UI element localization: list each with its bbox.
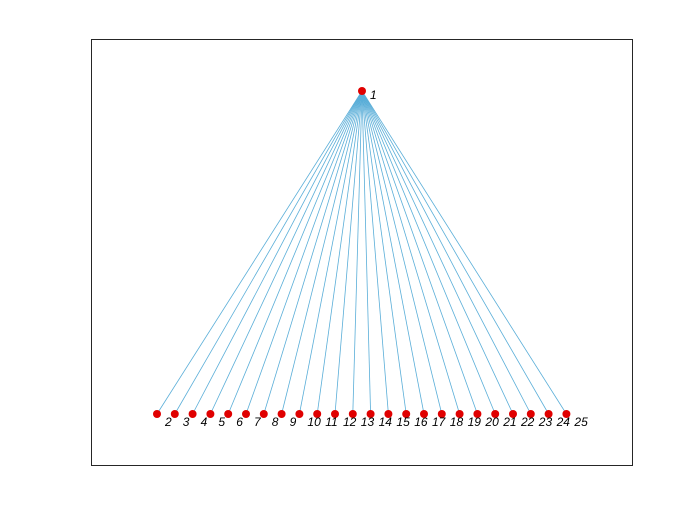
edge-1-20 xyxy=(361,90,478,415)
edge-1-21 xyxy=(361,90,496,415)
node-7 xyxy=(242,410,250,418)
edge-1-12 xyxy=(334,90,363,415)
node-1 xyxy=(358,87,366,95)
edge-1-14 xyxy=(361,90,371,415)
edge-1-6 xyxy=(227,90,363,415)
edge-1-25 xyxy=(361,90,567,415)
node-2 xyxy=(153,410,161,418)
node-12 xyxy=(331,410,339,418)
node-3 xyxy=(170,410,179,418)
edge-1-10 xyxy=(299,90,363,415)
node-label-16: 16 xyxy=(414,415,428,429)
node-19 xyxy=(455,410,464,418)
node-label-22: 22 xyxy=(520,415,535,429)
node-23 xyxy=(526,410,535,418)
node-label-19: 19 xyxy=(468,415,482,429)
node-22 xyxy=(509,410,517,418)
edge-1-9 xyxy=(281,90,363,415)
node-label-11: 11 xyxy=(325,415,337,429)
node-label-6: 6 xyxy=(236,415,243,429)
node-label-17: 17 xyxy=(432,415,447,429)
edge-1-16 xyxy=(361,90,407,415)
node-label-8: 8 xyxy=(272,415,279,429)
node-13 xyxy=(348,410,357,418)
edges-group xyxy=(156,90,567,415)
node-11 xyxy=(313,410,322,418)
node-label-25: 25 xyxy=(573,415,588,429)
node-label-14: 14 xyxy=(379,415,393,429)
node-label-7: 7 xyxy=(254,415,262,429)
node-9 xyxy=(277,410,286,418)
node-label-20: 20 xyxy=(484,415,499,429)
node-label-9: 9 xyxy=(290,415,297,429)
node-label-5: 5 xyxy=(218,415,225,429)
node-label-10: 10 xyxy=(307,415,321,429)
node-5 xyxy=(206,410,215,418)
edge-1-24 xyxy=(361,90,549,415)
axes-box xyxy=(91,39,633,466)
node-label-2: 2 xyxy=(164,415,172,429)
edge-1-23 xyxy=(361,90,532,415)
node-label-1: 1 xyxy=(370,88,377,102)
node-14 xyxy=(366,410,375,418)
edge-1-15 xyxy=(361,90,389,415)
node-24 xyxy=(544,410,553,418)
node-21 xyxy=(491,410,500,418)
edge-1-5 xyxy=(210,90,363,415)
edge-1-3 xyxy=(174,90,363,415)
node-label-12: 12 xyxy=(343,415,357,429)
node-label-13: 13 xyxy=(361,415,375,429)
node-17 xyxy=(420,410,428,418)
edge-1-13 xyxy=(352,90,363,415)
node-25 xyxy=(562,410,571,418)
node-label-3: 3 xyxy=(183,415,190,429)
node-8 xyxy=(259,410,268,418)
edge-1-8 xyxy=(263,90,363,415)
edge-1-11 xyxy=(316,90,363,415)
node-4 xyxy=(188,410,197,418)
node-label-15: 15 xyxy=(396,415,410,429)
edge-1-22 xyxy=(361,90,514,415)
node-label-24: 24 xyxy=(556,415,571,429)
node-18 xyxy=(437,410,446,418)
node-label-23: 23 xyxy=(538,415,553,429)
node-15 xyxy=(384,410,393,418)
node-16 xyxy=(402,410,411,418)
edge-1-2 xyxy=(156,90,363,415)
node-20 xyxy=(473,410,482,418)
nodes-group xyxy=(153,87,571,418)
node-label-21: 21 xyxy=(502,415,516,429)
node-10 xyxy=(295,410,304,418)
edge-1-19 xyxy=(361,90,460,415)
node-label-4: 4 xyxy=(201,415,208,429)
node-6 xyxy=(224,410,233,418)
node-label-18: 18 xyxy=(450,415,464,429)
edge-1-4 xyxy=(192,90,363,415)
edge-1-7 xyxy=(245,90,363,415)
edge-1-17 xyxy=(361,90,425,415)
edge-1-18 xyxy=(361,90,443,415)
